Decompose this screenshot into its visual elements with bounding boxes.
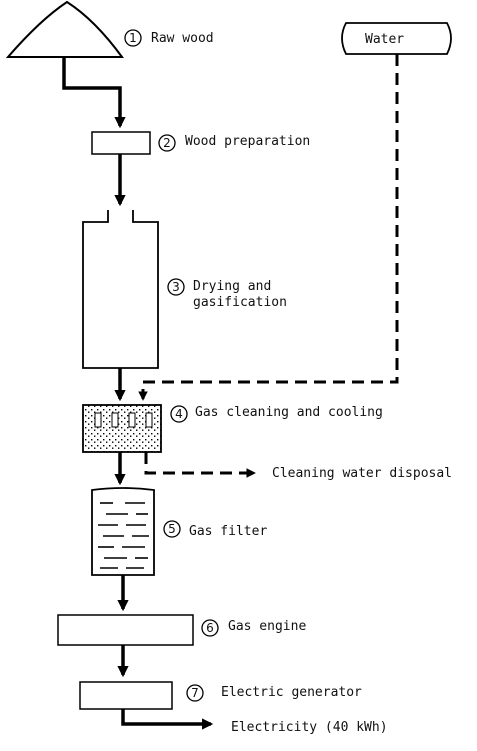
step-5-label: Gas filter xyxy=(189,524,267,539)
step-1-number-circle xyxy=(124,29,142,47)
step-6-number-circle xyxy=(201,619,219,637)
step-3-number: 3 xyxy=(172,280,180,294)
wood-preparation-box xyxy=(91,131,151,155)
cleaning-water-disposal-label: Cleaning water disposal xyxy=(272,466,452,481)
step-5-number: 5 xyxy=(168,522,176,536)
step-1-number: 1 xyxy=(129,31,137,45)
step-4-number: 4 xyxy=(175,407,183,421)
step-4-number-circle xyxy=(170,405,188,423)
step-3-label-line-2: gasification xyxy=(193,295,287,310)
step-2-number: 2 xyxy=(163,136,171,150)
electricity-output-label: Electricity (40 kWh) xyxy=(231,720,388,735)
electric-generator-box xyxy=(79,681,173,710)
step-3-label-line-1: Drying and xyxy=(193,279,271,294)
step-1-label: Raw wood xyxy=(151,31,214,46)
step-7-number: 7 xyxy=(191,686,199,700)
gasifier-column xyxy=(82,210,159,369)
step-4-label: Gas cleaning and cooling xyxy=(195,405,383,420)
gas-filter xyxy=(91,487,155,576)
electricity-output-arrow xyxy=(121,709,214,730)
gas-cleaning-cooler xyxy=(82,404,162,453)
step-5-number-circle xyxy=(163,520,181,538)
step-2-label: Wood preparation xyxy=(185,134,310,149)
water-supply-line xyxy=(138,54,399,401)
step-3-number-circle xyxy=(167,278,185,296)
water-tank xyxy=(341,22,452,55)
gas-engine-box xyxy=(57,614,194,646)
step-2-number-circle xyxy=(158,134,176,152)
water-label: Water xyxy=(365,32,404,47)
step-7-number-circle xyxy=(186,684,204,702)
cleaning-water-disposal-line xyxy=(144,452,256,478)
step-6-number: 6 xyxy=(206,621,214,635)
raw-wood-pile xyxy=(5,0,124,58)
flow-arrow-1-2 xyxy=(62,57,126,129)
step-7-label: Electric generator xyxy=(221,685,362,700)
step-6-label: Gas engine xyxy=(228,619,306,634)
